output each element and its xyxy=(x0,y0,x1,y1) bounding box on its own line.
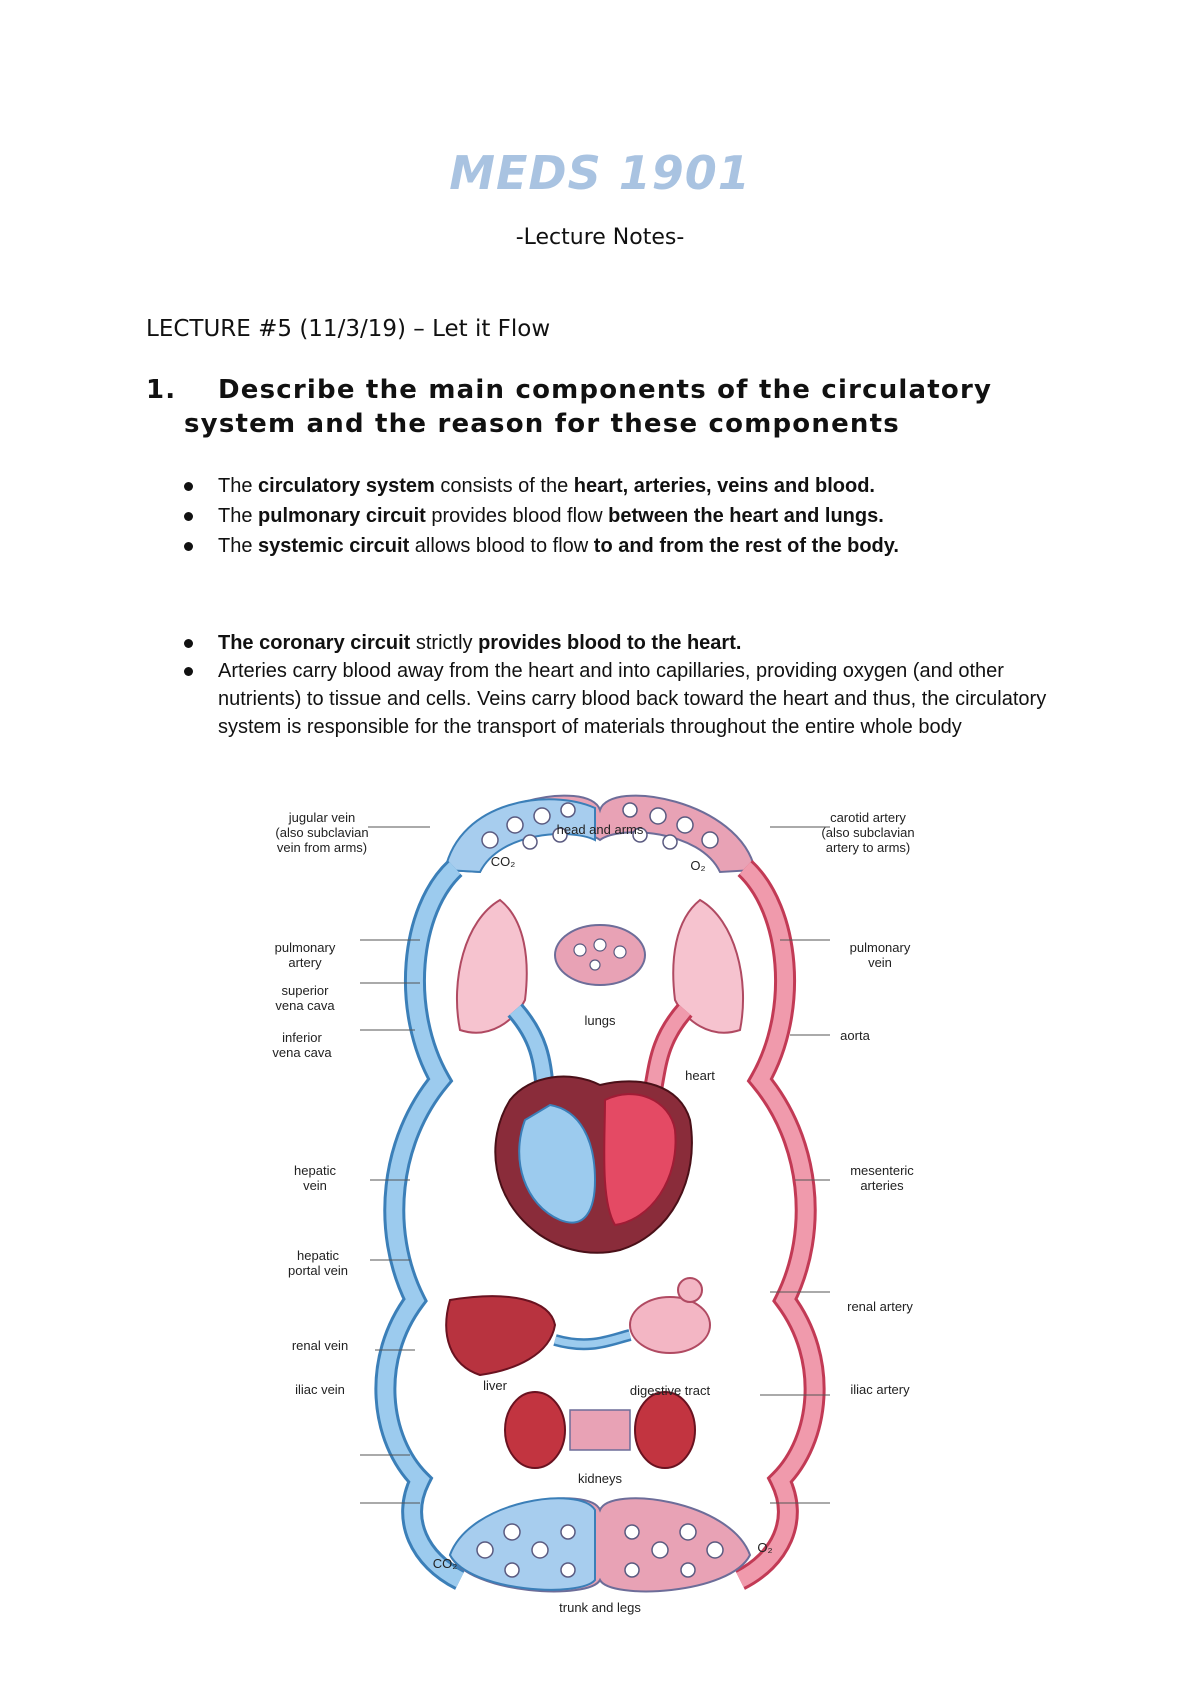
bullet-text: allows blood to flow xyxy=(409,535,594,557)
label-o2-bottom: O₂ xyxy=(757,1540,772,1555)
bullet-text: Arteries carry blood away from the heart… xyxy=(218,660,1047,738)
bullet-text: The xyxy=(218,632,260,654)
label-co2-top: CO₂ xyxy=(491,854,516,869)
label-renal-artery: renal artery xyxy=(847,1299,913,1314)
label-carotid-2: (also subclavian xyxy=(821,825,914,840)
label-carotid-3: artery to arms) xyxy=(826,840,911,855)
label-mesenteric-2: arteries xyxy=(860,1178,904,1193)
label-renal-vein: renal vein xyxy=(292,1338,348,1353)
bullet-text: consists of the xyxy=(434,475,574,497)
label-hepatic-portal-2: portal vein xyxy=(288,1263,348,1278)
kidneys xyxy=(504,1391,696,1469)
bullet-item: The coronary circuit strictly provides b… xyxy=(180,629,1060,657)
bullet-text: pulmonary circuit xyxy=(258,505,426,527)
bullet-text: The xyxy=(218,475,259,497)
bullet-dot-icon xyxy=(184,542,193,551)
bullet-item: The pulmonary circuit provides blood flo… xyxy=(180,502,1060,530)
bullet-text: strictly xyxy=(410,632,479,654)
bullet-text: heart, arteries, veins and blood. xyxy=(573,475,875,497)
label-trunk-legs: trunk and legs xyxy=(559,1600,641,1615)
digestive-tract xyxy=(629,1277,711,1354)
bullet-text: systemic circuit xyxy=(258,535,410,557)
question-line-1: Describe the main components of the circ… xyxy=(218,375,993,405)
label-mesenteric-1: mesenteric xyxy=(850,1163,914,1178)
label-head-arms: head and arms xyxy=(557,822,644,837)
label-pulm-artery-2: artery xyxy=(288,955,322,970)
label-liver: liver xyxy=(483,1378,508,1393)
bullet-list-1: The circulatory system consists of the h… xyxy=(180,472,1060,562)
question-heading: 1. Describe the main components of the ci… xyxy=(146,373,1066,441)
label-iliac-artery: iliac artery xyxy=(850,1382,910,1397)
label-pulm-vein-1: pulmonary xyxy=(850,940,911,955)
document-subtitle: -Lecture Notes- xyxy=(515,225,685,250)
bullet-dot-icon xyxy=(184,512,193,521)
left-lung xyxy=(456,898,528,1034)
label-jugular-2: (also subclavian xyxy=(275,825,368,840)
bullet-text: The xyxy=(218,535,259,557)
bullet-dot-icon xyxy=(184,482,193,491)
bullet-dot-icon xyxy=(184,639,193,648)
bullet-text: provides blood flow xyxy=(425,505,609,527)
label-sup-vena-1: superior xyxy=(282,983,330,998)
bullet-text: provides blood to the heart. xyxy=(478,632,742,654)
bullet-text: coronary circuit xyxy=(259,632,411,654)
label-pulm-vein-2: vein xyxy=(868,955,892,970)
label-heart: heart xyxy=(685,1068,715,1083)
label-jugular-3: vein from arms) xyxy=(277,840,367,855)
label-jugular-1: jugular vein xyxy=(288,810,356,825)
bullet-list-2: The coronary circuit strictly provides b… xyxy=(180,629,1060,741)
bullet-item: Arteries carry blood away from the heart… xyxy=(180,657,1060,741)
label-hepatic-portal-1: hepatic xyxy=(297,1248,339,1263)
bullet-text: The xyxy=(218,505,259,527)
label-digestive: digestive tract xyxy=(630,1383,711,1398)
label-pulm-artery-1: pulmonary xyxy=(275,940,336,955)
label-sup-vena-2: vena cava xyxy=(275,998,335,1013)
bullet-dot-icon xyxy=(184,667,193,676)
bullet-item: The circulatory system consists of the h… xyxy=(180,472,1060,500)
label-o2-top: O₂ xyxy=(690,858,705,873)
bullet-item: The systemic circuit allows blood to flo… xyxy=(180,532,1060,560)
label-kidneys: kidneys xyxy=(578,1471,623,1486)
right-lung xyxy=(672,898,744,1034)
document-title: MEDS 1901 xyxy=(449,146,751,200)
circulatory-system-diagram: jugular vein (also subclavian vein from … xyxy=(272,794,915,1615)
label-aorta: aorta xyxy=(840,1028,870,1043)
bullet-text: circulatory system xyxy=(258,475,435,497)
label-hepatic-vein-1: hepatic xyxy=(294,1163,336,1178)
label-carotid-1: carotid artery xyxy=(830,810,906,825)
question-line-2: system and the reason for these componen… xyxy=(184,409,900,439)
bullet-text: between the heart and lungs. xyxy=(608,505,884,527)
label-co2-bottom: CO₂ xyxy=(433,1556,458,1571)
question-number: 1. xyxy=(146,375,177,405)
label-inf-vena-1: inferior xyxy=(282,1030,322,1045)
bullet-text: to and from the rest of the body. xyxy=(593,535,899,557)
lecture-heading: LECTURE #5 (11/3/19) – Let it Flow xyxy=(146,316,551,342)
label-hepatic-vein-2: vein xyxy=(303,1178,327,1193)
label-lungs: lungs xyxy=(584,1013,616,1028)
label-iliac-vein: iliac vein xyxy=(295,1382,345,1397)
liver xyxy=(445,1295,557,1377)
label-inf-vena-2: vena cava xyxy=(272,1045,332,1060)
